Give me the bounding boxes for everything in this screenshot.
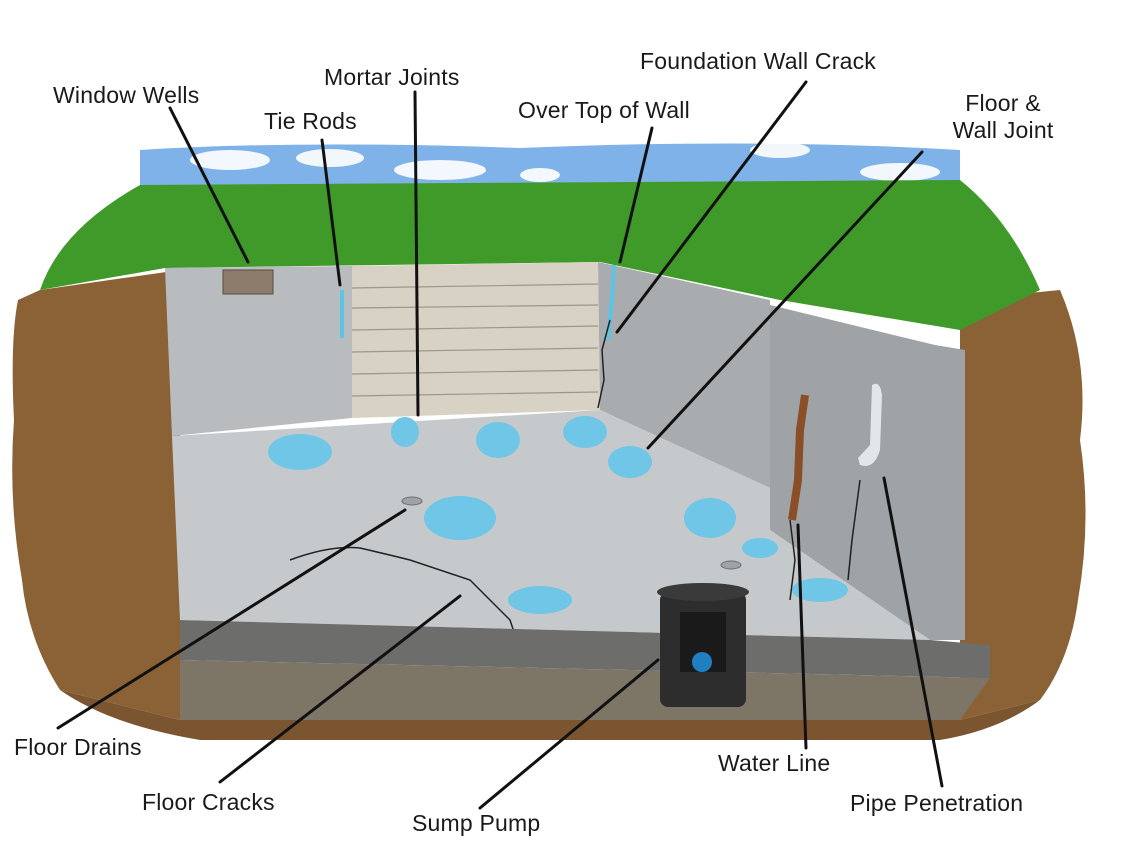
right-wall-back xyxy=(598,262,770,488)
soil-bottom xyxy=(60,690,1040,740)
label-over-top-of-wall: Over Top of Wall xyxy=(518,97,690,123)
floor-drain-2 xyxy=(720,560,742,570)
leader-lines xyxy=(56,80,944,810)
water-line-pipe xyxy=(788,394,809,521)
label-tie-rods: Tie Rods xyxy=(264,108,357,134)
label-foundation-wall-crack: Foundation Wall Crack xyxy=(640,48,876,74)
label-floor-wall-joint-line2: Wall Joint xyxy=(952,117,1054,143)
pipe-penetration xyxy=(858,383,882,466)
label-mortar-joints: Mortar Joints xyxy=(324,64,460,90)
soil-right xyxy=(960,290,1086,720)
label-pipe-penetration: Pipe Penetration xyxy=(850,790,1024,816)
label-floor-drains: Floor Drains xyxy=(14,734,142,760)
sump-pump xyxy=(657,583,749,707)
label-window-wells: Window Wells xyxy=(53,82,200,108)
right-wall-front xyxy=(770,305,965,640)
water-puddles xyxy=(268,416,848,614)
slab-edge xyxy=(180,620,990,678)
floor-slab xyxy=(172,410,930,640)
label-floor-wall-joint: Floor & Wall Joint xyxy=(928,90,1078,144)
soil-left xyxy=(12,270,181,720)
wall-seepage xyxy=(340,264,616,341)
label-water-line: Water Line xyxy=(718,750,831,776)
label-floor-cracks: Floor Cracks xyxy=(142,789,275,815)
gravel-layer xyxy=(180,660,990,720)
block-wall-mortar xyxy=(351,283,599,397)
label-floor-wall-joint-line1: Floor & xyxy=(965,90,1041,116)
floor-drain xyxy=(401,496,423,506)
back-wall-left xyxy=(165,266,352,436)
cracks xyxy=(289,319,861,701)
block-wall xyxy=(352,262,600,418)
window-well xyxy=(222,269,274,295)
label-sump-pump: Sump Pump xyxy=(412,810,541,836)
